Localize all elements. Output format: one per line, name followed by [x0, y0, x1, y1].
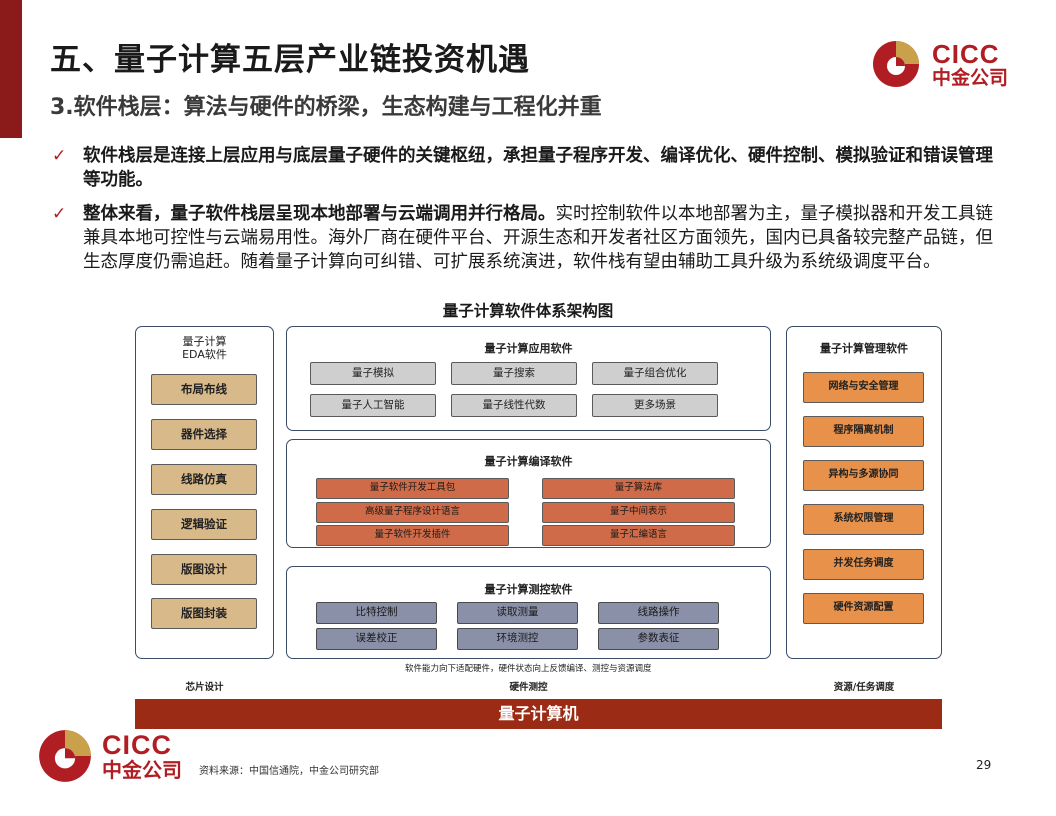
quantum-computer-bar: 量子计算机 — [135, 699, 942, 729]
page-number: 29 — [976, 758, 992, 772]
application-item: 量子线性代数 — [451, 394, 577, 417]
logo-text-en: CICC — [102, 730, 172, 760]
column-label-right: 资源/任务调度 — [833, 682, 895, 693]
cicc-logo-footer: CICC 中金公司 — [38, 729, 198, 785]
application-item: 更多场景 — [592, 394, 718, 417]
bullet-bold-text: 整体来看，量子软件栈层呈现本地部署与云端调用并行格局。 — [83, 204, 556, 224]
compiler-item: 量子中间表示 — [542, 502, 735, 523]
eda-panel-title: 量子计算 EDA软件 — [136, 335, 273, 361]
eda-panel: 量子计算 EDA软件 布局布线 器件选择 线路仿真 逻辑验证 版图设计 版图封装 — [135, 326, 274, 659]
eda-title-line2: EDA软件 — [182, 348, 227, 361]
cicc-logo-icon — [39, 730, 91, 782]
management-item: 异构与多源协同 — [803, 460, 924, 491]
logo-text-en: CICC — [932, 39, 1000, 69]
compiler-item: 高级量子程序设计语言 — [316, 502, 509, 523]
bullet-text: 实时控制软件以本地部署为主，量子模拟器和开发工具链兼具本地可控性与云端易用性。海… — [83, 204, 993, 272]
management-item: 网络与安全管理 — [803, 372, 924, 403]
application-item: 量子模拟 — [310, 362, 436, 385]
management-item: 程序隔离机制 — [803, 416, 924, 447]
application-item: 量子搜索 — [451, 362, 577, 385]
measurement-panel: 量子计算测控软件 比特控制 读取测量 线路操作 误差校正 环境测控 参数表征 — [286, 566, 771, 659]
bullet-item: ✓ 软件栈层是连接上层应用与底层量子硬件的关键枢纽，承担量子程序开发、编译优化、… — [52, 144, 1007, 192]
measurement-item: 比特控制 — [316, 602, 437, 624]
logo-text-cn: 中金公司 — [102, 758, 182, 782]
diagram-title: 量子计算软件体系架构图 — [442, 302, 614, 320]
compiler-item: 量子汇编语言 — [542, 525, 735, 546]
cicc-logo-icon — [873, 41, 919, 87]
compiler-panel-title: 量子计算编译软件 — [484, 455, 573, 468]
measurement-item: 环境测控 — [457, 628, 578, 650]
bullet-bold-text: 软件栈层是连接上层应用与底层量子硬件的关键枢纽，承担量子程序开发、编译优化、硬件… — [83, 146, 993, 190]
logo-text-cn: 中金公司 — [932, 67, 1009, 89]
eda-item: 器件选择 — [151, 419, 257, 450]
management-item: 系统权限管理 — [803, 504, 924, 535]
application-panel-title: 量子计算应用软件 — [484, 342, 573, 355]
application-item: 量子人工智能 — [310, 394, 436, 417]
column-label-middle: 硬件测控 — [509, 682, 548, 693]
management-panel-title: 量子计算管理软件 — [820, 342, 908, 355]
eda-item: 逻辑验证 — [151, 509, 257, 540]
measurement-item: 读取测量 — [457, 602, 578, 624]
eda-item: 版图设计 — [151, 554, 257, 585]
management-item: 硬件资源配置 — [803, 593, 924, 624]
eda-title-line1: 量子计算 — [182, 335, 227, 348]
application-panel: 量子计算应用软件 量子模拟 量子搜索 量子组合优化 量子人工智能 量子线性代数 … — [286, 326, 771, 431]
eda-item: 布局布线 — [151, 374, 257, 405]
page-subtitle: 3.软件栈层：算法与硬件的桥梁，生态构建与工程化并重 — [50, 95, 602, 120]
compiler-item: 量子算法库 — [542, 478, 735, 499]
eda-item: 版图封装 — [151, 598, 257, 629]
column-label-left: 芯片设计 — [185, 682, 224, 693]
source-note: 资料来源：中国信通院，中金公司研究部 — [199, 766, 379, 777]
check-icon: ✓ — [52, 146, 67, 166]
compiler-item: 量子软件开发工具包 — [316, 478, 509, 499]
measurement-item: 线路操作 — [598, 602, 719, 624]
management-item: 并发任务调度 — [803, 549, 924, 580]
compiler-panel: 量子计算编译软件 量子软件开发工具包 量子算法库 高级量子程序设计语言 量子中间… — [286, 439, 771, 548]
bullet-list: ✓ 软件栈层是连接上层应用与底层量子硬件的关键枢纽，承担量子程序开发、编译优化、… — [52, 144, 1007, 284]
measurement-panel-title: 量子计算测控软件 — [484, 583, 573, 596]
measurement-item: 误差校正 — [316, 628, 437, 650]
page-title: 五、量子计算五层产业链投资机遇 — [50, 42, 530, 78]
diagram-caption: 软件能力向下适配硬件，硬件状态向上反馈编译、测控与资源调度 — [405, 664, 652, 674]
eda-item: 线路仿真 — [151, 464, 257, 495]
bullet-item: ✓ 整体来看，量子软件栈层呈现本地部署与云端调用并行格局。实时控制软件以本地部署… — [52, 202, 1007, 274]
application-item: 量子组合优化 — [592, 362, 718, 385]
accent-bar — [0, 0, 22, 138]
compiler-item: 量子软件开发插件 — [316, 525, 509, 546]
check-icon: ✓ — [52, 204, 67, 224]
management-panel: 量子计算管理软件 网络与安全管理 程序隔离机制 异构与多源协同 系统权限管理 并… — [786, 326, 942, 659]
cicc-logo: CICC 中金公司 — [872, 40, 1022, 90]
measurement-item: 参数表征 — [598, 628, 719, 650]
